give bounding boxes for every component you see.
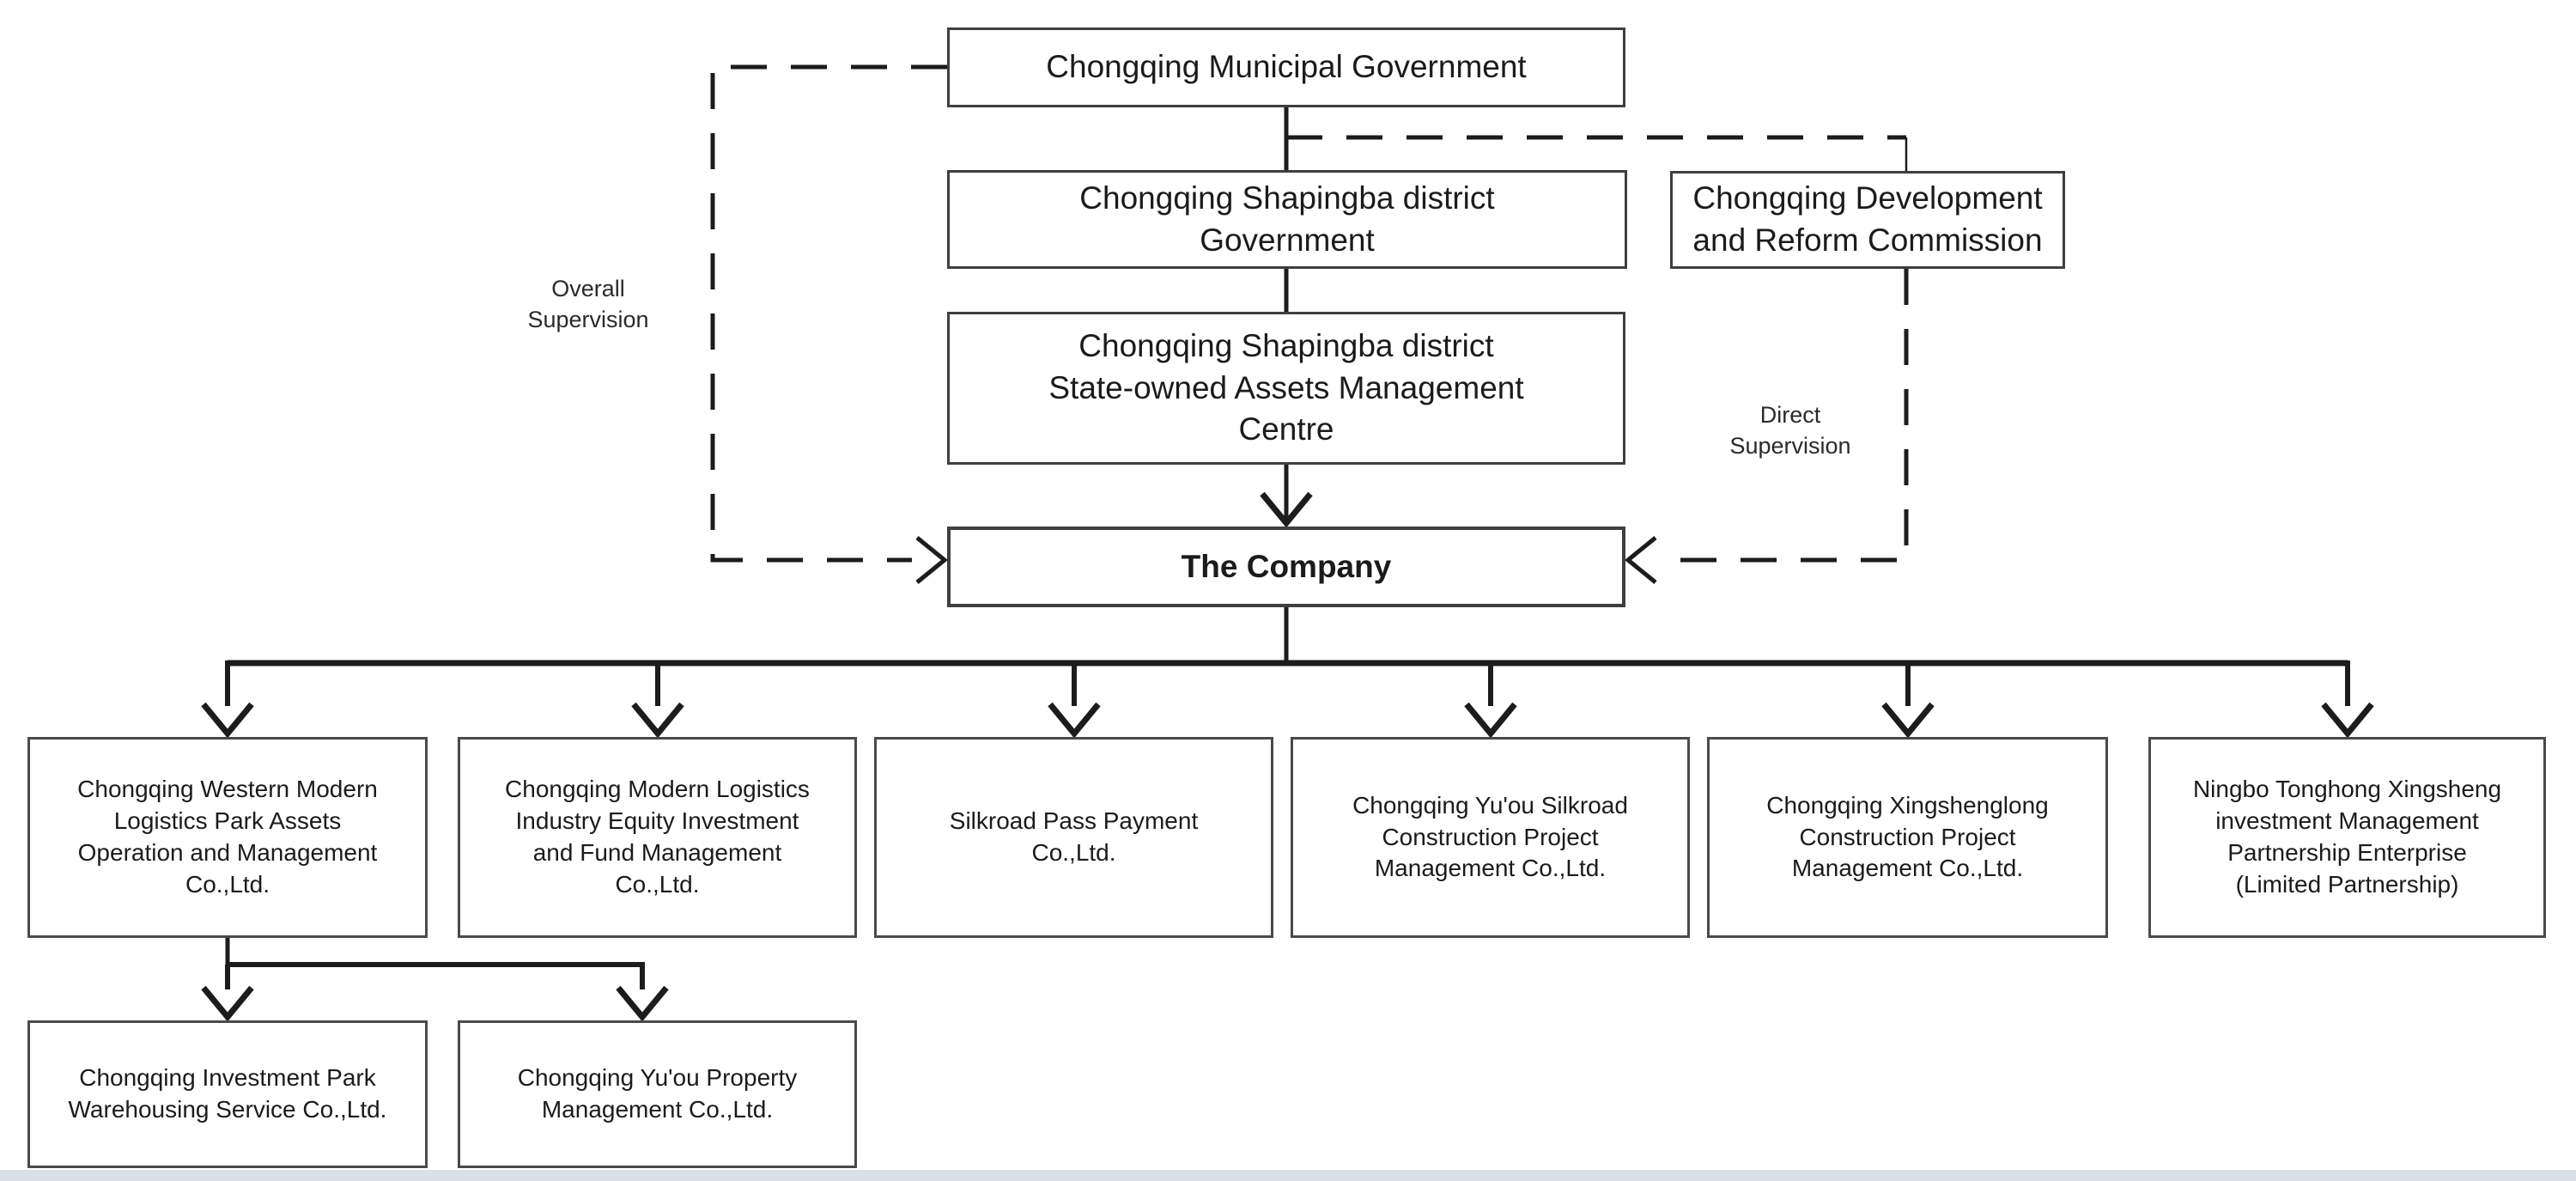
overall-supervision-path [710, 64, 947, 563]
org-node-silkroad-pass-payment: Silkroad Pass Payment Co.,Ltd. [874, 737, 1273, 938]
org-node-the-company: The Company [947, 527, 1625, 607]
arrowhead-ssub-2 [616, 985, 669, 1022]
arrowhead-sub-6 [2321, 702, 2374, 739]
org-node-yuou-silkroad-construction: Chongqing Yu'ou Silkroad Construction Pr… [1291, 737, 1690, 938]
arrowhead-company-left [915, 536, 948, 584]
arrowhead-company-right [1625, 536, 1657, 584]
arrowhead-sub-5 [1881, 702, 1935, 739]
org-node-modern-logistics-equity-fund: Chongqing Modern Logistics Industry Equi… [458, 737, 857, 938]
direct-supervision-label: Direct Supervision [1729, 402, 1851, 460]
org-node-development-reform-commission: Chongqing Development and Reform Commiss… [1670, 171, 2065, 269]
arrowhead-sub-1 [201, 702, 254, 739]
org-node-assets-management-centre: Chongqing Shapingba district State-owned… [947, 312, 1625, 465]
org-node-yuou-property-management: Chongqing Yu'ou Property Management Co.,… [458, 1020, 857, 1168]
org-node-investment-park-warehousing: Chongqing Investment Park Warehousing Se… [27, 1020, 428, 1168]
org-node-shapingba-district-government: Chongqing Shapingba district Government [947, 170, 1627, 269]
org-node-western-modern-logistics-park: Chongqing Western Modern Logistics Park … [27, 737, 428, 938]
arrowhead-sub-3 [1048, 702, 1101, 739]
arrowhead-ssub-1 [201, 985, 254, 1022]
direct-supervision-path [1661, 269, 1909, 563]
arrowhead-sub-4 [1464, 702, 1517, 739]
arrowhead-sub-2 [631, 702, 684, 739]
org-node-municipal-government: Chongqing Municipal Government [947, 27, 1625, 107]
bottom-strip [0, 1170, 2576, 1181]
overall-supervision-label: Overall Supervision [527, 276, 649, 333]
org-node-xingshenglong-construction: Chongqing Xingshenglong Construction Pro… [1707, 737, 2108, 938]
arrowhead-into-company-top [1260, 491, 1313, 528]
org-node-ningbo-tonghong-xingsheng: Ningbo Tonghong Xingsheng investment Man… [2148, 737, 2546, 938]
